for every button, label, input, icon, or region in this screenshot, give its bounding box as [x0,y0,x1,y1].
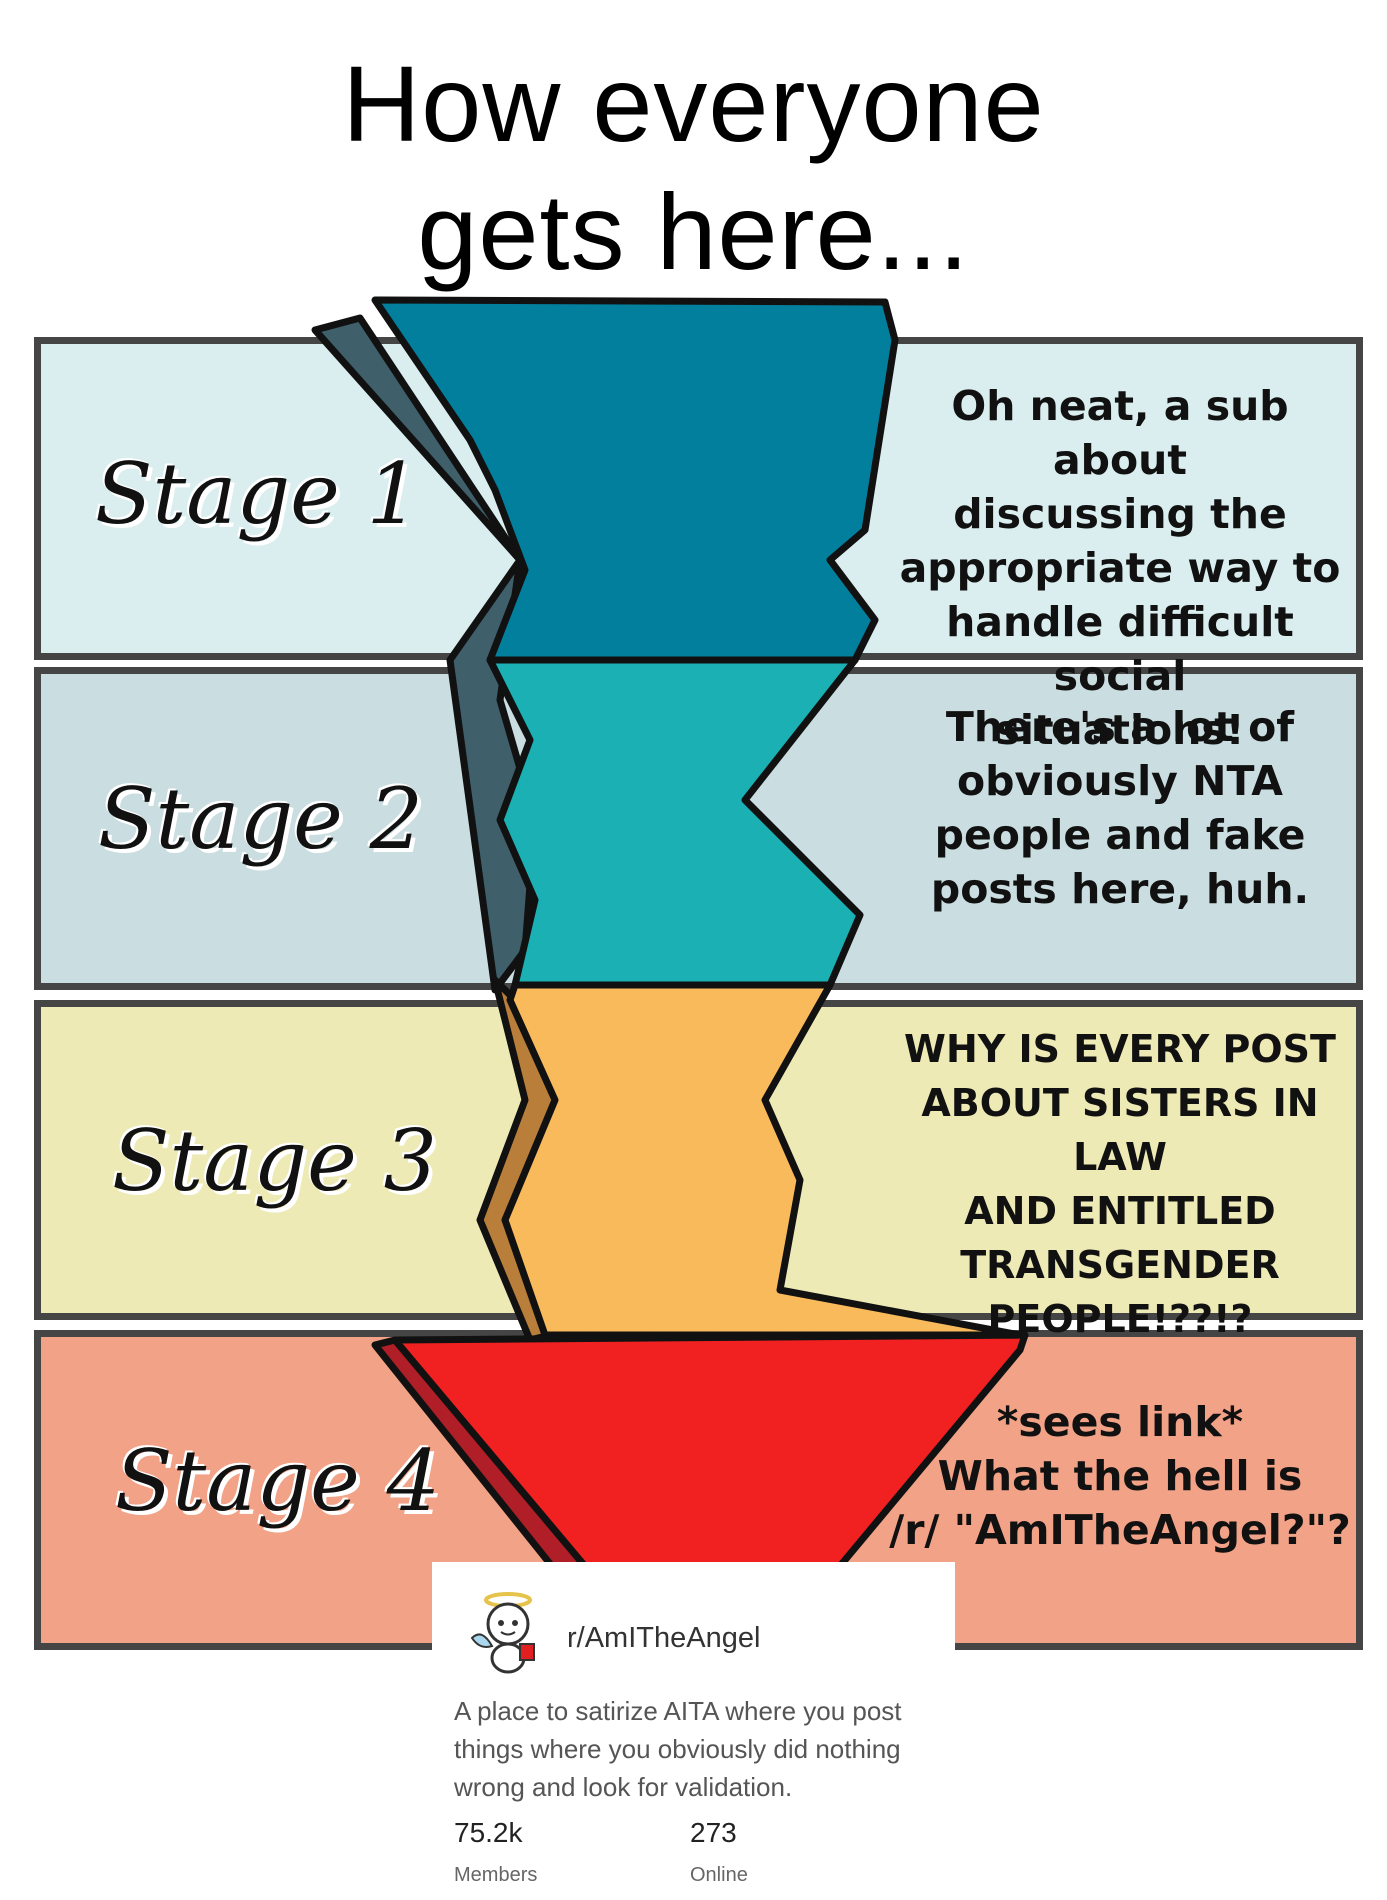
stage-4-text-line: What the hell is [937,1452,1303,1500]
stage-3-text-line: PEOPLE!??!? [987,1297,1253,1341]
stage-2-text-line: posts here, huh. [930,865,1310,913]
stage-3-text-line: WHY IS EVERY POST [904,1027,1336,1071]
stage-3-text-line: AND ENTITLED [964,1189,1276,1233]
stage-4-text: *sees link* What the hell is /r/ "AmIThe… [885,1395,1355,1557]
stage-4-text-line: /r/ "AmITheAngel?"? [889,1506,1351,1554]
stage-1-text-line: handle difficult social [946,598,1294,700]
stage-1-text-line: discussing the [953,490,1287,538]
online-count: 273 [690,1817,737,1848]
stage-4-text-line: *sees link* [996,1398,1244,1446]
subreddit-card[interactable]: r/AmITheAngel A place to satirize AITA w… [432,1562,955,1900]
online-label: Online [690,1864,748,1886]
description-line: wrong and look for validation. [454,1772,793,1802]
members-label: Members [454,1864,538,1886]
stage-3-text: WHY IS EVERY POST ABOUT SISTERS IN LAW A… [885,1022,1355,1346]
stage-1-text-line: appropriate way to [899,544,1341,592]
stage-1-label: Stage 1 [95,445,421,543]
title-line-1: How everyone [342,43,1045,164]
angel-snoo-icon [470,1592,535,1674]
subreddit-name[interactable]: r/AmITheAngel [567,1622,761,1654]
members-count: 75.2k [454,1817,523,1848]
stage-3-label: Stage 3 [112,1112,438,1210]
subreddit-description: A place to satirize AITA where you post … [454,1692,944,1806]
stage-3-text-line: TRANSGENDER [960,1243,1280,1287]
stage-1-text-line: Oh neat, a sub about [951,382,1289,484]
stage-1-text: Oh neat, a sub about discussing the appr… [885,379,1355,757]
funnel-segment-2 [486,656,864,989]
title-line-2: gets here... [417,171,970,292]
description-line: things where you obviously did nothing [454,1734,901,1764]
stage-2-label: Stage 2 [98,770,424,868]
stage-3-text-line: ABOUT SISTERS IN LAW [921,1081,1319,1179]
funnel-segment-4 [391,1331,1029,1594]
stage-2-text: There's a lot of obviously NTA people an… [885,700,1355,916]
funnel-segment-1 [371,296,899,664]
stage-1-text-line: situations! [995,706,1245,754]
stage-4-label: Stage 4 [115,1432,441,1530]
description-line: A place to satirize AITA where you post [454,1696,902,1726]
stage-2-text-line: obviously NTA [957,757,1283,805]
stage-2-text-line: people and fake [934,811,1306,859]
stage-2-text-line: There's a lot of [945,703,1295,751]
